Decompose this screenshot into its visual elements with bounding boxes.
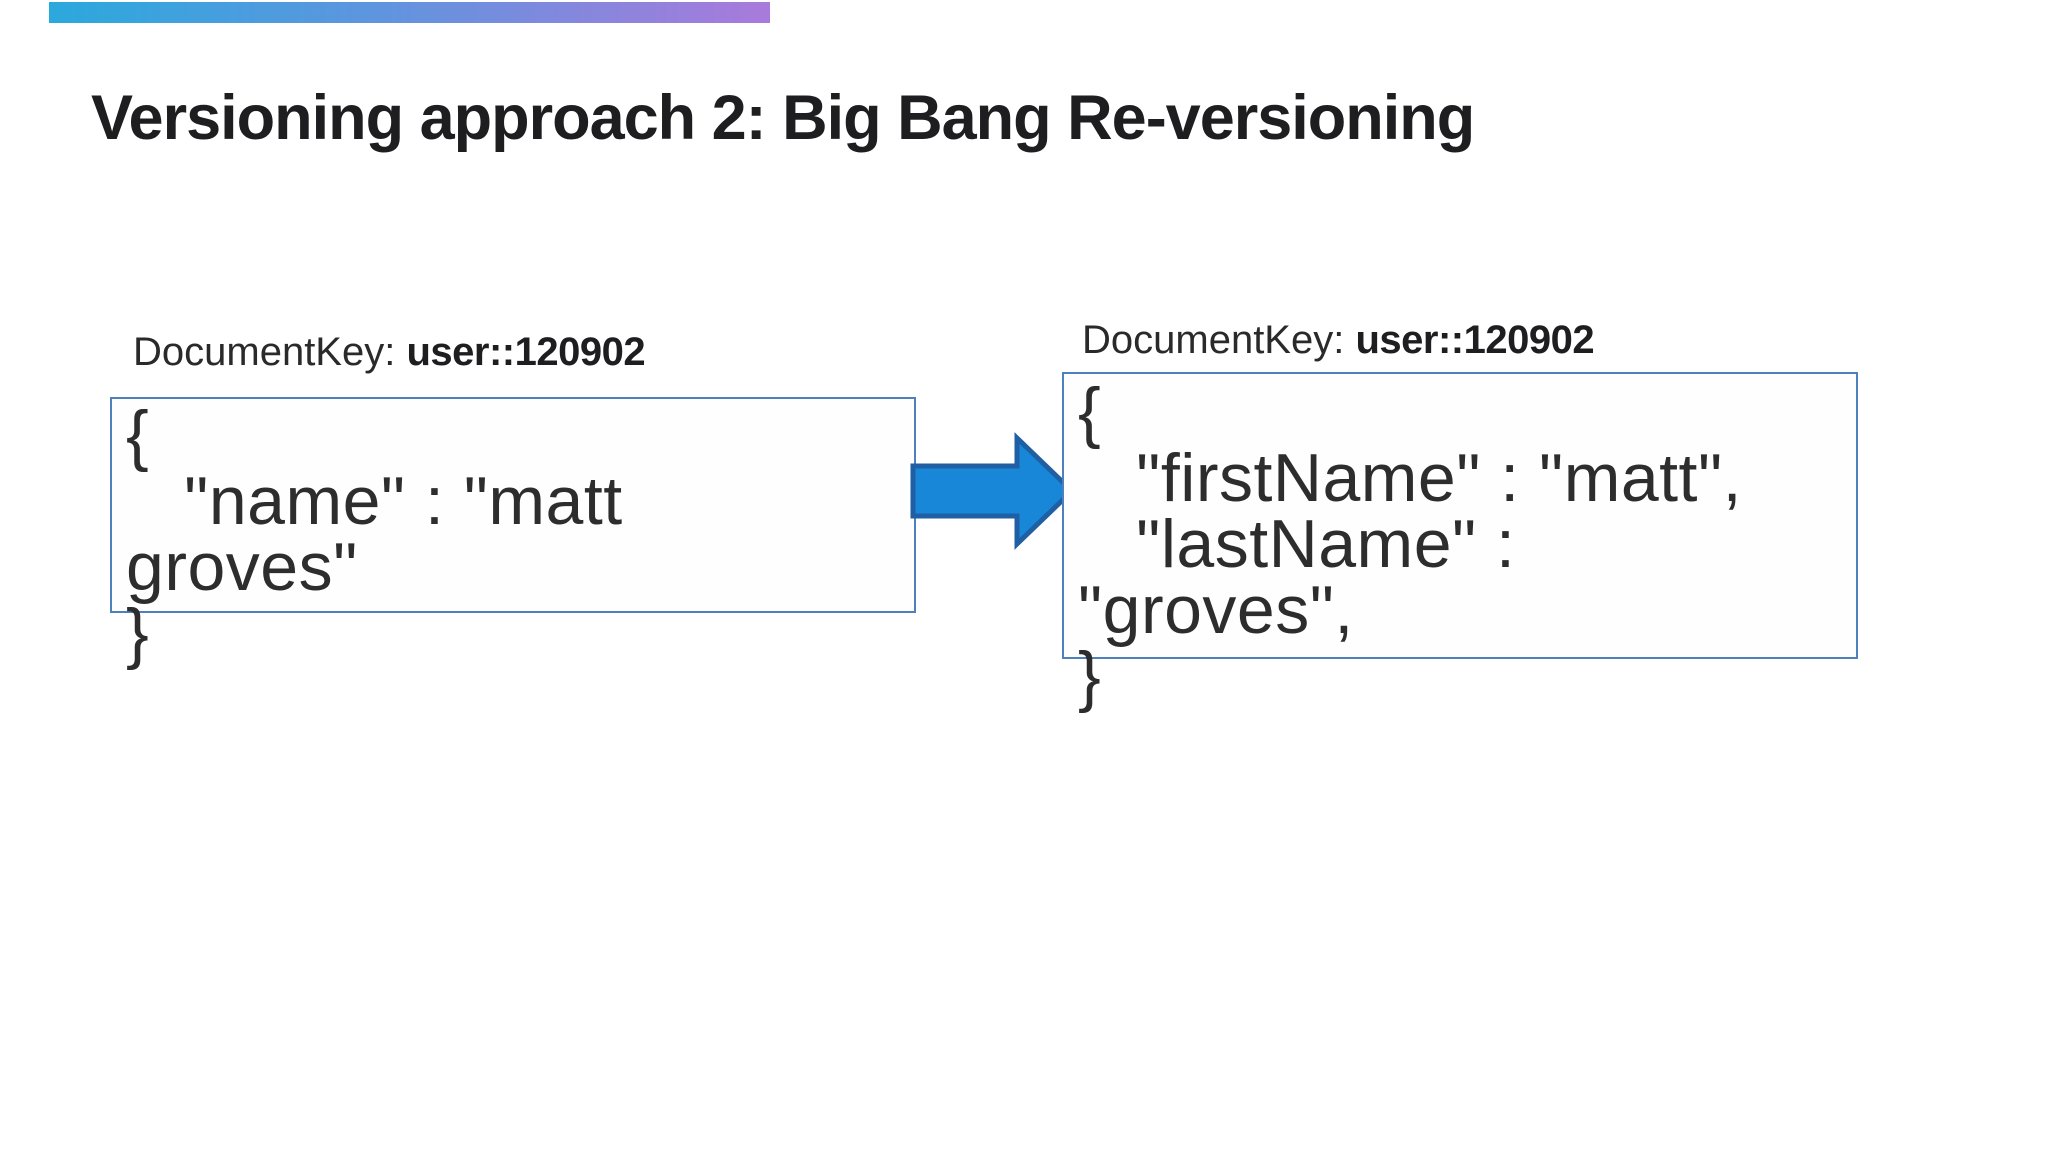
code-line: "name" : "matt (126, 463, 623, 539)
document-box-after (1062, 372, 1858, 659)
document-key-label-left: DocumentKey: user::120902 (133, 330, 646, 375)
right-arrow-icon (910, 432, 1076, 550)
code-line: groves" (126, 529, 358, 605)
document-key-value: user::120902 (1355, 318, 1595, 362)
document-key-value: user::120902 (406, 330, 646, 374)
transform-arrow (905, 430, 1077, 550)
document-key-label-right: DocumentKey: user::120902 (1082, 318, 1595, 363)
code-line: } (1078, 638, 1102, 714)
code-line: "firstName" : "matt", (1078, 440, 1742, 516)
code-line: "groves", (1078, 572, 1354, 648)
accent-gradient-bar (49, 2, 770, 23)
document-key-label-text: DocumentKey: (1082, 318, 1356, 362)
document-box-before (110, 397, 916, 613)
code-line: "lastName" : (1078, 506, 1516, 582)
code-line: { (126, 397, 150, 473)
code-line: { (1078, 374, 1102, 450)
code-line: } (126, 595, 150, 671)
document-json-after: { "firstName" : "matt", "lastName" :"gro… (1078, 374, 1742, 714)
slide-title: Versioning approach 2: Big Bang Re-versi… (91, 83, 1475, 154)
document-key-label-text: DocumentKey: (133, 330, 407, 374)
